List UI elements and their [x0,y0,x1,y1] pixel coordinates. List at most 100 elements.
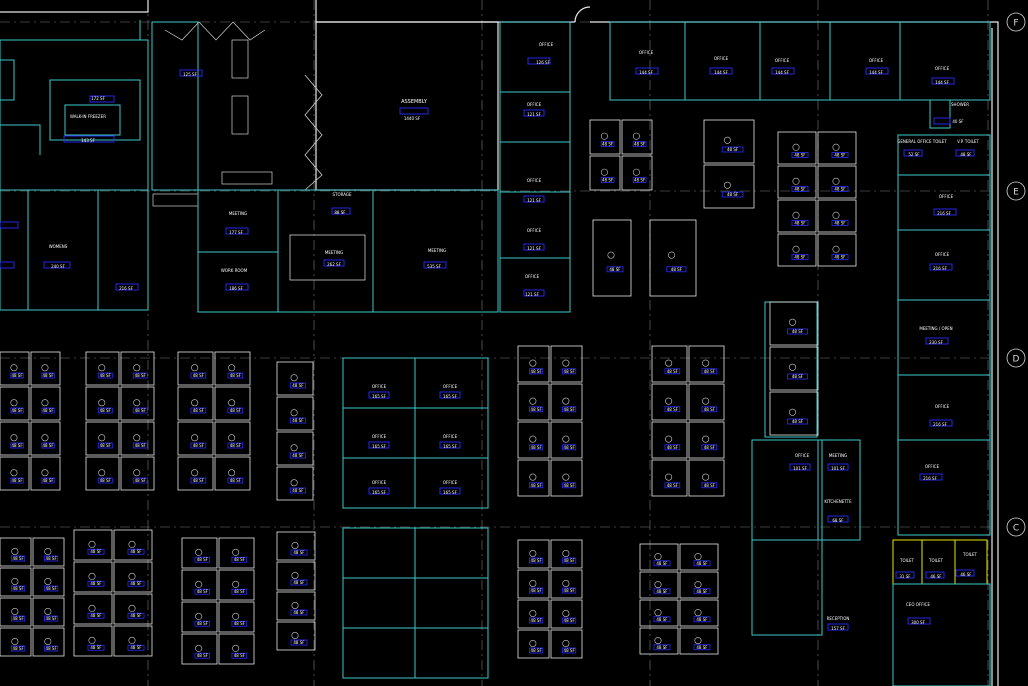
cubicle-area-label: 48 SF [135,478,147,483]
area-tag-box [41,407,55,414]
office-chair-icon [11,547,19,555]
cubicle-area-label: 48 SF [135,443,147,448]
area-tag-box [231,620,248,627]
cubicle-area-label: 48 SF [564,445,576,450]
cubicle-12 [85,456,120,491]
grid-label-f: F [1013,19,1018,29]
area-tag-box [231,652,248,659]
cubicle-area-label: 48 SF [696,589,708,594]
cubicle-area-label: 48 SF [656,589,668,594]
cubicle-102 [592,219,632,297]
office-chair-icon [232,612,240,620]
room-area-kitchen-2: 125 SF [183,72,197,77]
cubicle-54 [73,561,113,593]
room-tag-29 [368,391,390,399]
cubicle-area-label: 48 SF [727,147,739,152]
cubicle-area-label: 48 SF [197,589,209,594]
room-area-office-s3: 121 SF [525,292,539,297]
room-name-office-s1: OFFICE [527,178,542,183]
room-area-toilet-3: 46 SF [960,572,972,577]
office-chair-icon [600,132,608,140]
cubicle-90 [589,155,621,191]
area-tag-box [11,615,26,622]
area-tag-box [10,477,24,484]
office-chair-icon [44,547,52,555]
area-tag-box [289,382,306,389]
office-chair-icon [128,604,136,612]
kitchen-stair [0,59,15,101]
room-tag-6 [523,195,545,203]
cubicle-68 [218,633,255,665]
room-area-office-s2: 121 SF [527,246,541,251]
cubicle-63 [181,601,218,633]
office-chair-icon [291,631,299,639]
cubicle-area-label: 48 SF [100,478,112,483]
cubicle-area-label: 48 SF [90,645,102,650]
room-tag-10 [709,67,733,75]
office-chair-icon [694,637,702,645]
cubicle-area-label: 48 SF [293,550,305,555]
room-area-work-room: 186 SF [229,286,243,291]
room-tag-44 [0,261,15,269]
cubicle-58 [113,561,153,593]
office-chair-icon [723,181,731,189]
ceo-office [892,583,991,686]
room-name-office-e2: OFFICE [935,252,950,257]
office-chair-icon [832,211,840,219]
room-name-office-q6: OFFICE [443,480,458,485]
east-offices [751,134,991,636]
office-chair-icon [232,580,240,588]
room-tag-11 [771,67,795,75]
room-area-office-ne2: 144 SF [714,70,728,75]
room-name-office-e4: OFFICE [925,464,940,469]
cubicle-91 [621,119,653,155]
room-name-office-q3: OFFICE [372,434,387,439]
area-tag-box [10,407,24,414]
area-tag-box [97,407,113,414]
cubicle-area-label: 48 SF [130,645,142,650]
cubicle-35 [550,421,583,459]
cubicle-area-label: 48 SF [130,581,142,586]
area-tag-box [194,556,211,563]
cubicle-23 [214,421,251,456]
cubicle-49 [32,537,65,567]
walk-in-freezer-outline [49,79,141,141]
room-area-office-t2: 121 SF [527,112,541,117]
area-tag-box [831,185,849,192]
cubicle-area-label: 48 SF [602,142,614,147]
cubicle-area-label: 48 SF [234,653,246,658]
office-chair-icon [10,399,18,407]
area-tag-box [529,444,544,451]
cubicle-2 [0,386,30,421]
cubicle-area-label: 48 SF [197,557,209,562]
area-tag-box [701,444,718,451]
area-tag-box [44,555,59,562]
cubicle-area-label: 48 SF [13,586,25,591]
room-area-office-e1: 216 SF [937,211,951,216]
top-office-row [499,21,991,313]
area-tag-box [666,266,687,273]
area-tag-box [529,557,544,564]
room-name-ceo: CEO OFFICE [906,602,930,607]
area-tag-box [562,406,577,413]
room-area-office-s1: 121 SF [527,198,541,203]
office-chair-icon [98,399,106,407]
cubicle-56 [73,625,113,657]
area-tag-box [721,191,744,198]
room-tag-28 [919,473,943,481]
area-tag-box [653,560,671,567]
office-chair-icon [128,540,136,548]
room-tag-32 [439,441,461,449]
office-chair-icon [788,363,796,371]
office-chair-icon [128,572,136,580]
area-tag-box [791,151,809,158]
office-chair-icon [133,469,141,477]
office-chair-icon [98,434,106,442]
office-chair-icon [11,577,19,585]
room-name-meeting-3: MEETING [428,248,446,253]
cubicle-area-label: 48 SF [667,407,679,412]
area-tag-box [10,442,24,449]
room-area-office-q1: 165 SF [372,394,386,399]
office-chair-icon [832,177,840,185]
